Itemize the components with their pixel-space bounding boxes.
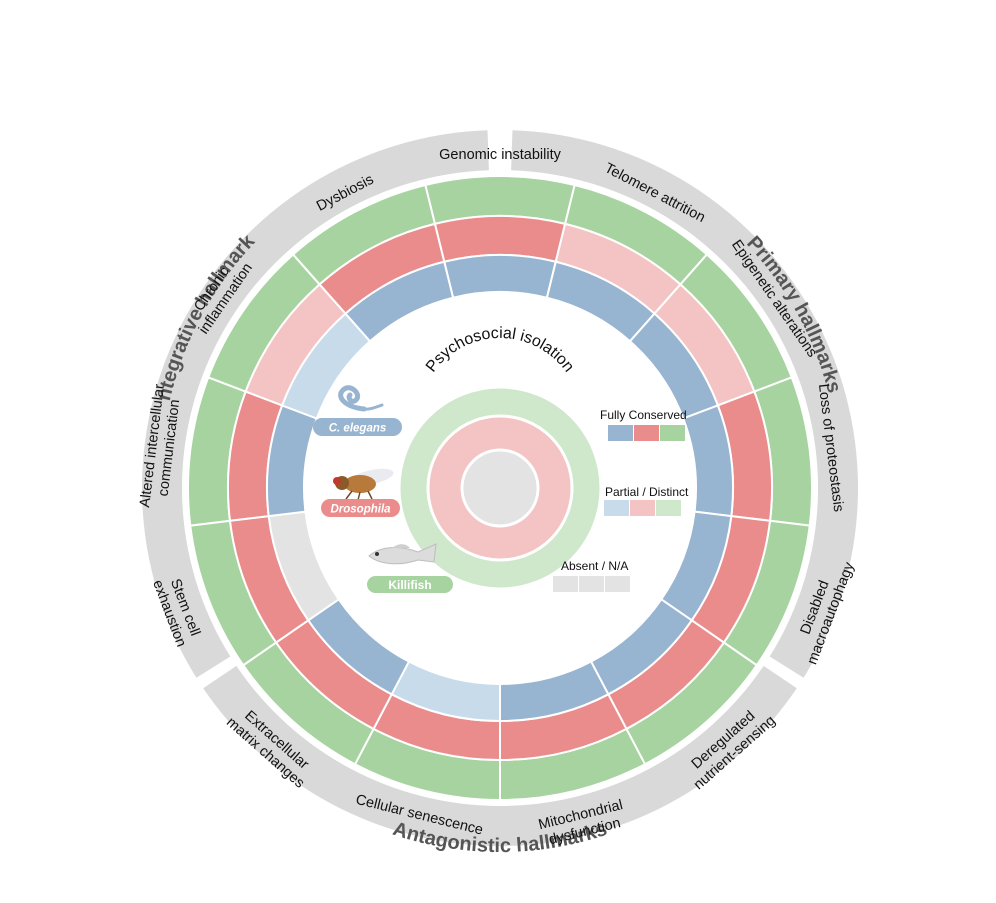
center-label: Psychosocial isolation	[423, 325, 577, 376]
ring-segment-celegans-12	[344, 260, 455, 343]
conservation-rings	[187, 175, 813, 802]
legend-swatch-absent-1	[553, 576, 578, 592]
species-legend: C. elegans Drosophila Killifish	[313, 385, 453, 593]
band-integrative	[142, 130, 489, 678]
ring-segment-celegans-0	[443, 254, 557, 299]
legend-swatch-full-celegans	[608, 425, 633, 441]
legend-label-absent: Absent / N/A	[561, 559, 628, 573]
species-label-drosophila: Drosophila	[330, 504, 391, 516]
species-label-celegans: C. elegans	[329, 423, 387, 435]
hallmark-label-line: Genomic instability	[439, 147, 561, 163]
legend-swatch-full-drosophila	[634, 425, 659, 441]
legend-swatch-partial-drosophila	[630, 500, 655, 516]
legend-swatch-full-killifish	[660, 425, 685, 441]
hallmark-label-0: Genomic instability	[439, 147, 561, 163]
worm-icon	[338, 385, 384, 412]
center-ring-celegans	[460, 448, 540, 528]
species-label-killifish: Killifish	[388, 578, 431, 592]
hallmark-group-bands	[142, 130, 858, 847]
species-pill-drosophila	[321, 499, 400, 517]
legend-swatch-absent-2	[579, 576, 604, 592]
fly-icon	[333, 468, 394, 501]
species-pill-celegans	[313, 418, 402, 436]
legend-swatch-partial-killifish	[656, 500, 681, 516]
conservation-legend: Fully Conserved Partial / Distinct Absen…	[553, 408, 689, 592]
integrative-hallmarks-label: Integrative hallmarks	[0, 0, 260, 403]
band-primary	[511, 130, 858, 678]
band-antagonistic	[203, 665, 797, 847]
fish-icon	[368, 543, 437, 565]
legend-label-partial: Partial / Distinct	[605, 485, 689, 499]
species-pill-killifish	[367, 576, 453, 593]
legend-swatch-absent-3	[605, 576, 630, 592]
legend-label-fully-conserved: Fully Conserved	[600, 408, 687, 422]
psychosocial-isolation-rings	[397, 385, 603, 591]
legend-swatch-partial-celegans	[604, 500, 629, 516]
